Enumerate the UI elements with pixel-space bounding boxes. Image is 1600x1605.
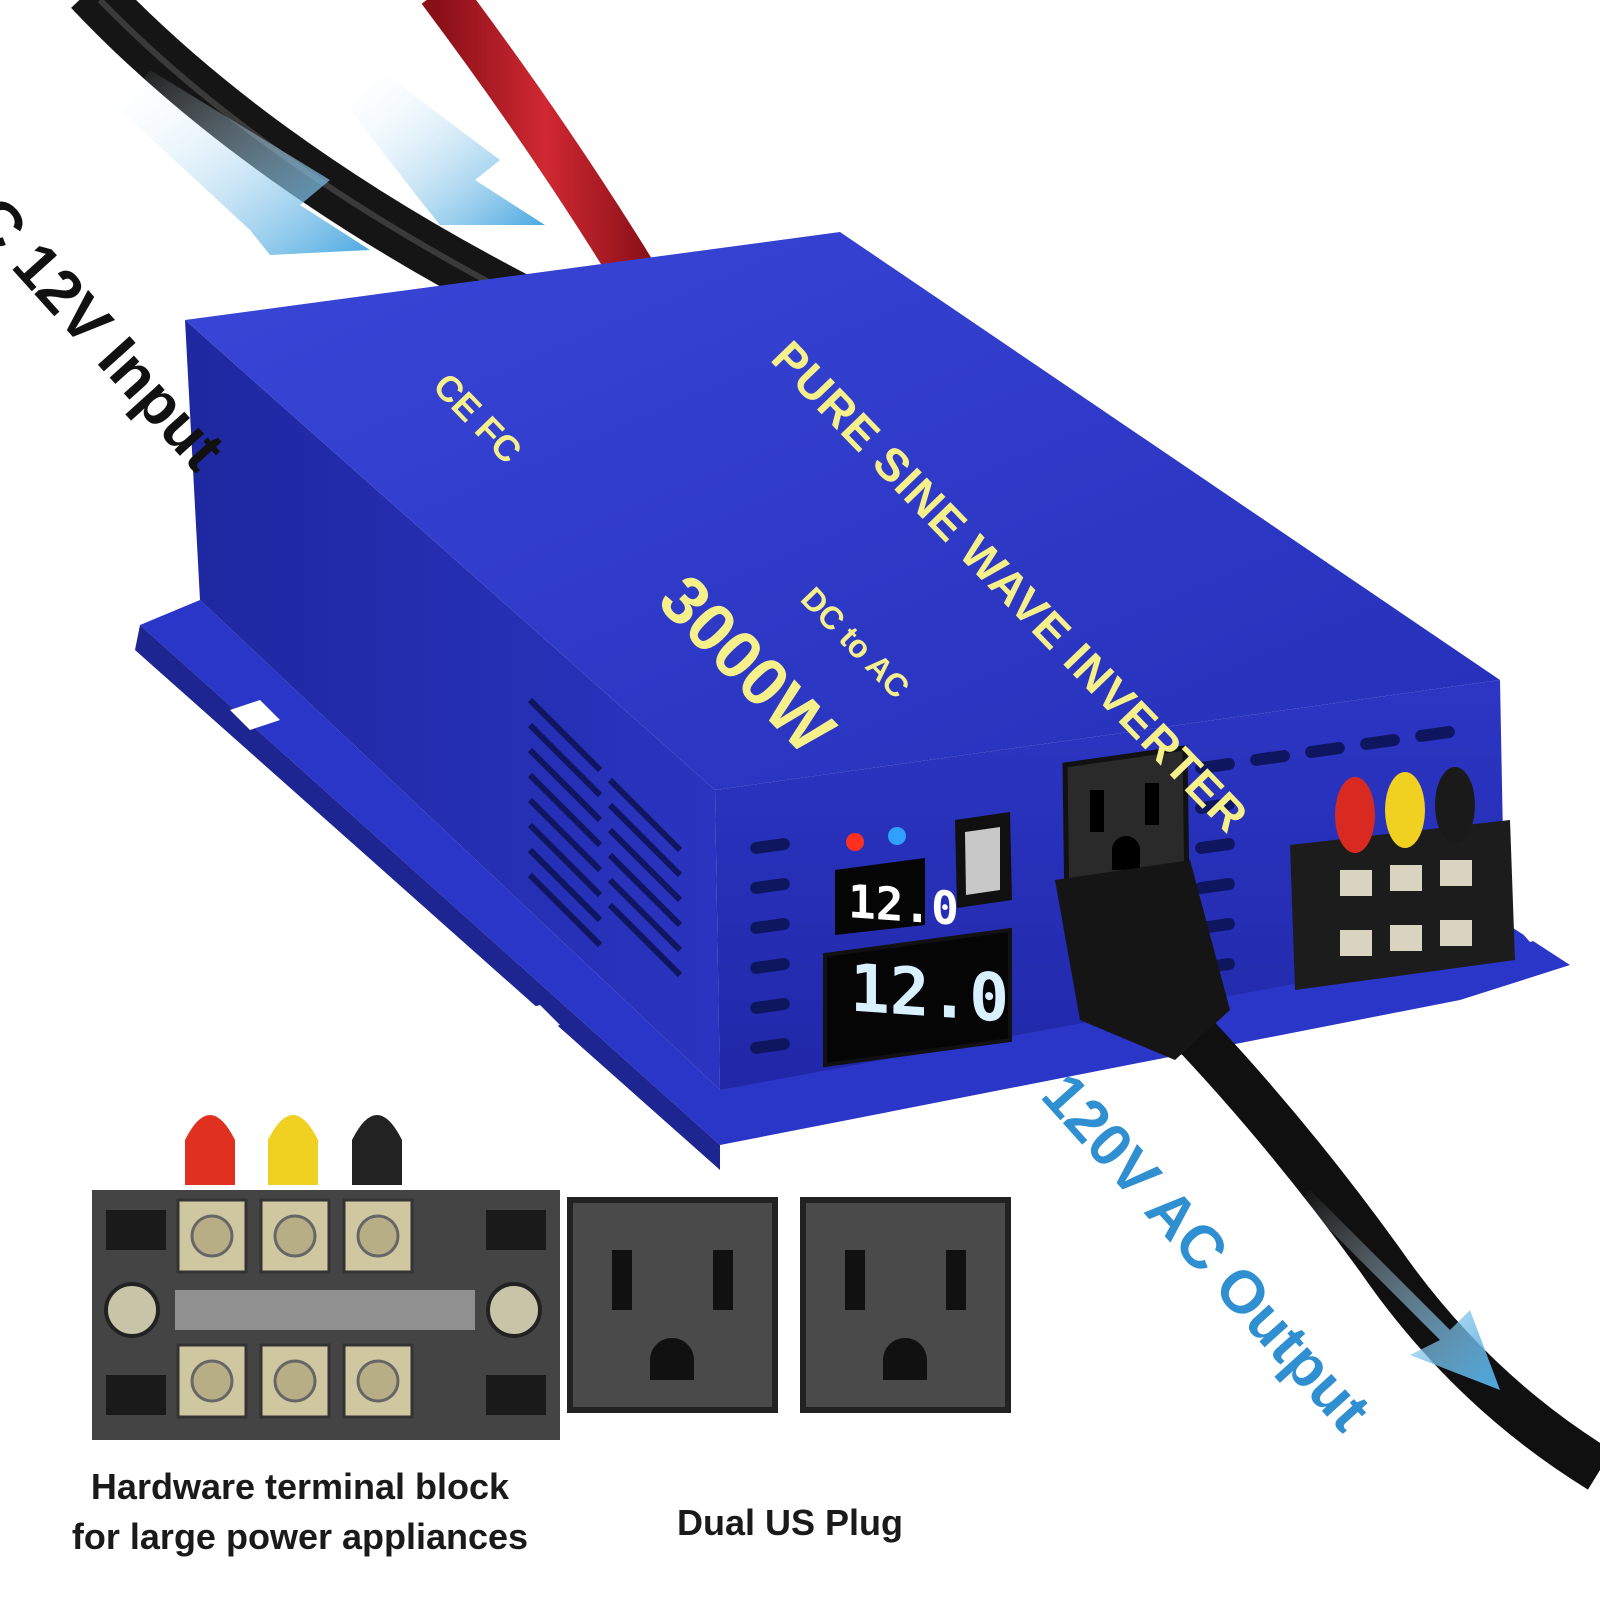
unit-terminal-screws [1340,860,1472,956]
mounting-hole-icon [505,1005,560,1035]
terminal-block-caption: Hardware terminal block for large power … [40,1462,560,1563]
red-dc-cable [421,0,670,312]
small-display-readout: 12.0 [848,874,959,936]
arrow-icon [1300,1190,1500,1390]
terminal-screw-icon [486,1282,542,1338]
led-indicator-icon [888,827,906,845]
side-vents [527,697,683,978]
power-plug [1055,860,1230,1060]
terminal-caption-line2: for large power appliances [71,1516,529,1558]
led-indicator-icon [846,833,864,851]
dual-plug-caption: Dual US Plug [676,1502,904,1543]
arrow-icon [120,70,370,255]
terminal-block-illustration [92,1115,560,1440]
ac-outlet-icon [800,1197,1011,1413]
ac-outlet-icon [567,1197,778,1413]
display-large [823,927,1012,1068]
display-small [835,858,925,935]
casing-side [185,320,720,1090]
mounting-hole-icon [230,700,280,730]
terminal-caption-line1: Hardware terminal block [90,1466,510,1507]
flange-edge [135,625,720,1170]
dual-us-plug-illustration [567,1197,1011,1413]
large-display-readout: 12.0 [850,949,1009,1038]
front-vents [750,726,1455,1054]
casing-top [185,232,1500,790]
mounting-hole-icon [1515,918,1555,942]
terminal-screw-icon [104,1282,160,1338]
arrow-icon [350,70,545,225]
unit-terminal-wires [1335,767,1475,853]
